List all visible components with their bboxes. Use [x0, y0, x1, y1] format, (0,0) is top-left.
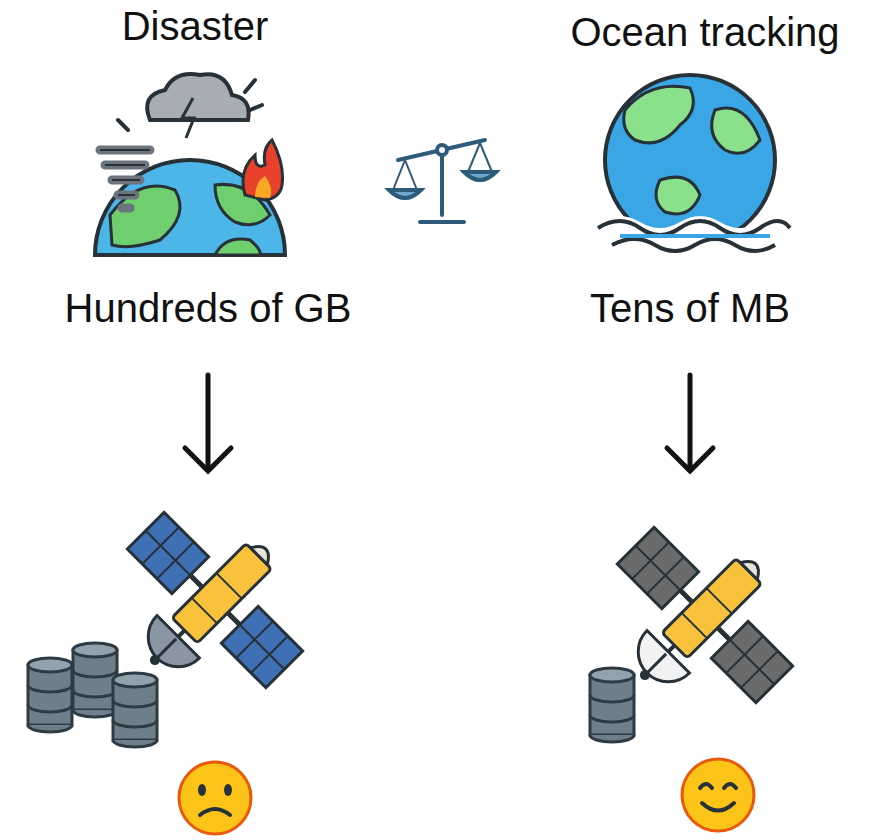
category-title: Disaster: [122, 4, 269, 48]
data-size-label: Hundreds of GB: [65, 286, 352, 330]
category-title: Ocean tracking: [570, 10, 839, 54]
storage-icon: [590, 668, 634, 742]
down-arrow: [185, 375, 713, 471]
ocean-globe-icon: [598, 75, 790, 251]
satellite-icon: [572, 495, 825, 748]
storage-icon: [28, 643, 157, 747]
disaster-icon: [95, 74, 285, 255]
sad-face: [179, 762, 251, 834]
balance-scale-icon: [389, 140, 496, 222]
data-size-label: Tens of MB: [590, 286, 790, 330]
happy-face: [682, 759, 754, 831]
